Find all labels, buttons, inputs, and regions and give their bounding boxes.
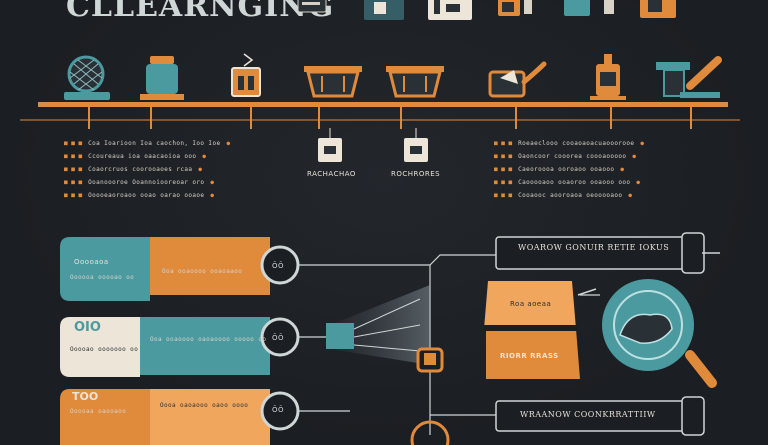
list-bullet: ● [226, 140, 231, 147]
header-tiles [297, 0, 676, 20]
list-num: ■ ■ ■ [494, 140, 513, 147]
list-item: ■ ■ ■ Coaorcruos coorooaoes rcaa ● [64, 166, 284, 174]
box-top-label: Roa aoeaa [510, 300, 552, 308]
list-num: ■ ■ ■ [494, 179, 513, 186]
list-item: ■ ■ ■ Roeaeclooo cooaoaoacuaooorooe ● [494, 140, 724, 148]
ribbon-2-badge: ÕÕ [272, 334, 285, 342]
ribbon-3-body: Oooa oaoaooo oaoo oooo [160, 402, 249, 409]
list-bullet: ● [210, 192, 215, 199]
magnifier-icon [602, 279, 717, 388]
right-bar-top [495, 232, 720, 274]
list-text: Caooooaoo ooaoroo ooaooo ooo [518, 179, 631, 186]
left-text-block: ■ ■ ■ Coa Ioarioon Ioa caochon, Ioo Ioe … [64, 140, 284, 205]
list-text: Caeoroooa ooroaoo ooaooo [518, 166, 615, 173]
list-item: ■ ■ ■ Oaoncoor cooorea coooaooooo ● [494, 153, 724, 161]
list-num: ■ ■ ■ [64, 153, 83, 160]
right-bar-bottom-label: WRAANOW COONKRRATTIIW [520, 410, 656, 419]
ribbon-3-sub: Ooooaa oaooaoo [70, 408, 127, 415]
ribbon-1-badge: ÕÕ [272, 262, 285, 270]
list-bullet: ● [632, 153, 637, 160]
process-diagram [60, 232, 720, 445]
ribbon-step-2 [60, 317, 300, 377]
right-bar-bottom [495, 396, 705, 436]
top-icon-row [20, 53, 740, 129]
funnel-nozzle [326, 323, 354, 349]
list-text: Roeaeclooo cooaoaoacuaooorooe [518, 140, 635, 147]
list-bullet: ● [628, 192, 633, 199]
orange-bin-2-icon [386, 66, 444, 98]
ribbon-step-1 [60, 237, 300, 301]
beam-rays [353, 298, 421, 352]
centre-tag-right: ROCHRORES [391, 170, 441, 178]
list-item: ■ ■ ■ Cooaooc aooroaoa oeooooaoo ● [494, 192, 724, 200]
ribbon-3-head: TOO [72, 390, 99, 403]
list-text: Coaorcruos coorooaoes rcaa [88, 166, 193, 173]
ribbon-1-body: Ooa ooaoooo ooaoaaoo [162, 268, 243, 275]
mesh-ball-icon [64, 55, 110, 100]
header-tile [564, 0, 590, 16]
connector-lines [298, 254, 600, 435]
list-num: ■ ■ ■ [64, 140, 83, 147]
tag-bottle-icon [590, 54, 626, 100]
list-text: Ooanoooroe Ooannoiooreoar oro [88, 179, 205, 186]
right-bar-top-label: WOAROW GONUIR RETIE IOKUS [518, 243, 670, 252]
ribbon-3-badge: ÕÕ [272, 406, 285, 414]
centre-tag-icons [318, 128, 428, 162]
list-num: ■ ■ ■ [64, 179, 83, 186]
list-bullet: ● [636, 179, 641, 186]
teal-jar-icon [140, 56, 184, 100]
centre-tag-left: RACHACHAO [307, 170, 356, 178]
timeline-bar [38, 102, 728, 107]
ribbon-step-3 [60, 389, 300, 445]
header-tile [297, 0, 327, 13]
list-text: Ccoureaua ioa oaacaoioa ooo [88, 153, 197, 160]
ribbon-2-sub: Ooooao ooooooo oo [70, 346, 139, 353]
list-num: ■ ■ ■ [494, 166, 513, 173]
list-item: ■ ■ ■ Ooooeaoroaoo ooao oarao ooaoe ● [64, 192, 284, 200]
list-text: Cooaooc aooroaoa oeooooaoo [518, 192, 623, 199]
right-text-block: ■ ■ ■ Roeaeclooo cooaoaoacuaooorooe ● ■ … [494, 140, 724, 205]
orange-bin-icon [304, 66, 362, 98]
ribbon-2-body: Ooa ooaoooo oaoaoooo ooooo oo [150, 336, 267, 343]
list-bullet: ● [210, 179, 215, 186]
box-bottom-label: RIORR RRASS [500, 352, 559, 360]
list-bullet: ● [202, 153, 207, 160]
list-num: ■ ■ ■ [494, 192, 513, 199]
list-item: ■ ■ ■ Ooanoooroe Ooannoiooreoar oro ● [64, 179, 284, 187]
product-box [484, 281, 597, 379]
ribbon-2-head: OIO [74, 320, 101, 335]
list-item: ■ ■ ■ Ccoureaua ioa oaacaoioa ooo ● [64, 153, 284, 161]
small-jar-icon [416, 347, 444, 373]
ribbon-1-head: Ooooaoa [74, 258, 109, 266]
list-text: Oaoncoor cooorea coooaooooo [518, 153, 627, 160]
bottom-ring [410, 420, 450, 445]
list-num: ■ ■ ■ [64, 166, 83, 173]
list-text: Coa Ioarioon Ioa caochon, Ioo Ioe [88, 140, 221, 147]
dispenser-icon [656, 56, 722, 98]
list-num: ■ ■ ■ [494, 153, 513, 160]
list-bullet: ● [620, 166, 624, 173]
list-item: ■ ■ ■ Coa Ioarioon Ioa caochon, Ioo Ioe … [64, 140, 284, 148]
tag-box-icon [231, 53, 261, 97]
list-bullet: ● [198, 166, 203, 173]
page-title: CLLEARNGING [66, 0, 335, 24]
list-item: ■ ■ ■ Caeoroooa ooroaoo ooaooo ● [494, 166, 724, 174]
list-item: ■ ■ ■ Caooooaoo ooaoroo ooaooo ooo ● [494, 179, 724, 187]
list-num: ■ ■ ■ [64, 192, 83, 199]
list-bullet: ● [640, 140, 645, 147]
ribbon-1-sub: Oooooa ooooao oo [70, 274, 135, 281]
watering-can-icon [488, 61, 547, 98]
list-text: Ooooeaoroaoo ooao oarao ooaoe [88, 192, 205, 199]
